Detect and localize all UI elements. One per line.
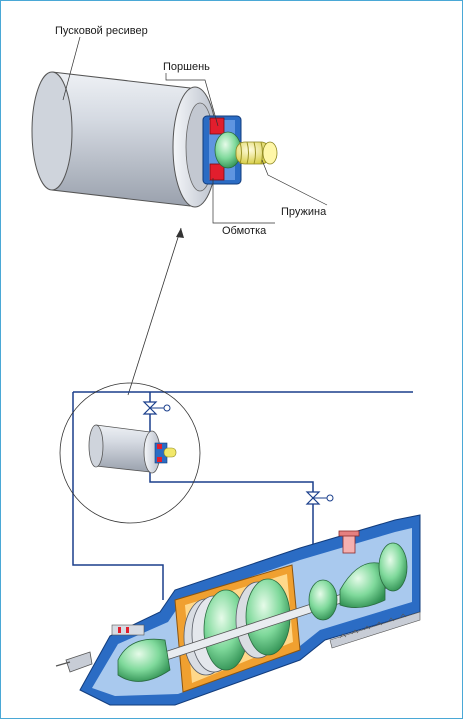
turbine-discs [183, 578, 291, 676]
receiver-detail [31, 71, 278, 208]
housing-fins [111, 624, 145, 636]
receiver-small [88, 424, 177, 474]
label-winding: Обмотка [212, 178, 275, 237]
label-spring: Пружина [261, 159, 328, 218]
label-piston-text: Поршень [163, 61, 210, 73]
gear-section [308, 542, 421, 649]
magnifier-circle [59, 382, 201, 524]
label-receiver: Пусковой ресивер [55, 25, 148, 101]
starter-solenoid [338, 530, 360, 554]
solenoid-valve-1 [142, 401, 171, 415]
label-winding-text: Обмотка [222, 225, 267, 237]
label-piston: Поршень [163, 61, 219, 127]
label-spring-text: Пружина [281, 206, 327, 218]
zoom-arrow [127, 227, 184, 396]
label-receiver-text: Пусковой ресивер [55, 25, 148, 37]
air-starter-cutaway [55, 514, 421, 706]
solenoid-valve-2 [305, 491, 334, 505]
